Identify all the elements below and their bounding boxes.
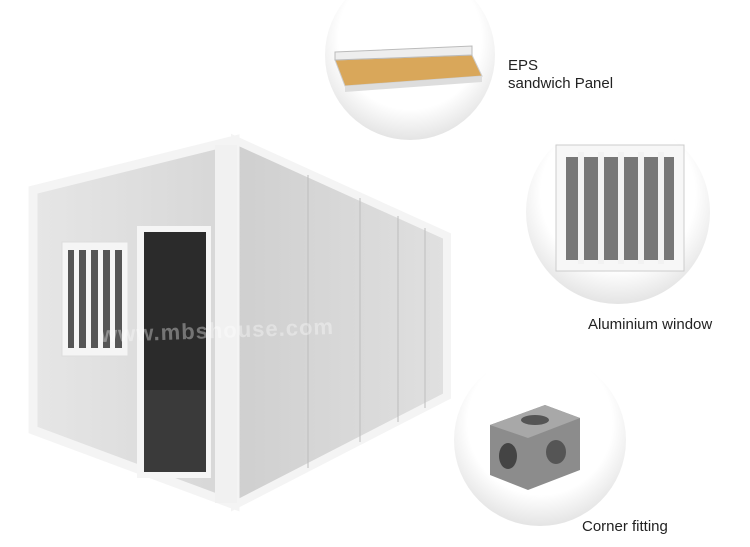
eps-panel-callout xyxy=(325,0,495,140)
container-house xyxy=(28,133,451,512)
eps-panel-label-line1: EPS xyxy=(508,57,539,74)
corner-fitting-label: Corner fitting xyxy=(582,518,668,535)
corner-fitting-callout xyxy=(454,354,626,526)
container-door xyxy=(137,226,211,478)
eps-panel-label: EPS sandwich Panel xyxy=(508,57,613,93)
aluminium-window-label: Aluminium window xyxy=(588,316,713,333)
container-window xyxy=(61,241,129,357)
aluminium-window-callout xyxy=(526,120,710,304)
eps-panel-label-line2: sandwich Panel xyxy=(508,75,614,92)
